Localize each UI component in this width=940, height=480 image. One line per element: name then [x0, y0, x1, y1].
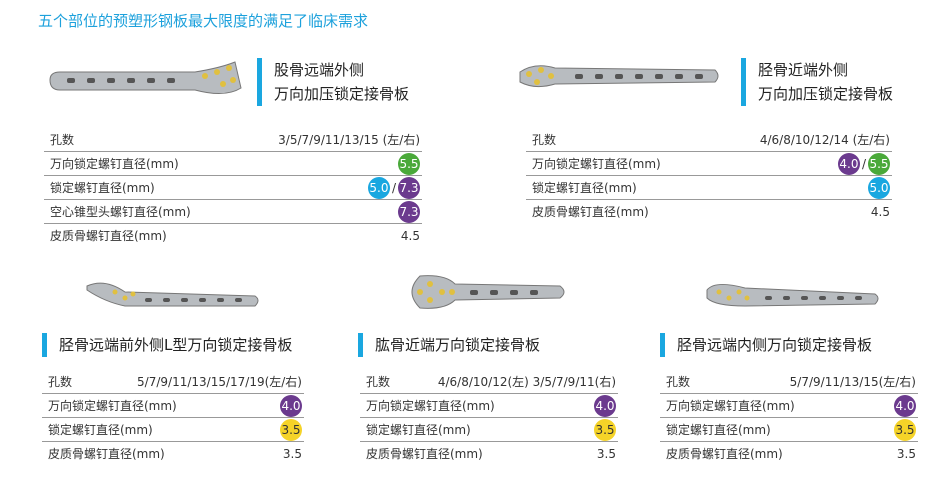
table-row: 孔数 4/6/8/10/12(左) 3/5/7/9/11(右)	[360, 370, 618, 394]
spec-table-tibia-distal-L: 孔数 5/7/9/11/13/15/17/19(左/右) 万向锁定螺钉直径(mm) 4…	[42, 370, 304, 465]
table-row: 锁定螺钉直径(mm) 3.5	[42, 418, 304, 442]
row-value: 5.0	[868, 176, 890, 199]
row-label: 皮质骨螺钉直径(mm)	[48, 447, 165, 461]
row-value: 4.0	[280, 394, 302, 417]
tibia-proximal-plate-image	[519, 65, 719, 88]
table-row: 锁定螺钉直径(mm) 3.5	[360, 418, 618, 442]
row-label: 锁定螺钉直径(mm)	[532, 181, 637, 195]
row-value: 5.5	[398, 152, 420, 175]
row-label: 孔数	[48, 375, 73, 389]
table-row: 锁定螺钉直径(mm) 3.5	[660, 418, 918, 442]
diameter-badge: 4.0	[837, 152, 860, 175]
spec-table-humerus: 孔数 4/6/8/10/12(左) 3/5/7/9/11(右) 万向锁定螺钉直径(m…	[360, 370, 618, 465]
row-label: 锁定螺钉直径(mm)	[366, 423, 471, 437]
row-label: 孔数	[366, 375, 391, 389]
table-row: 万向锁定螺钉直径(mm) 4.0	[42, 394, 304, 418]
row-value: 4.5	[870, 204, 890, 219]
table-row: 万向锁定螺钉直径(mm) 4.0	[360, 394, 618, 418]
table-row: 孔数 4/6/8/10/12/14 (左/右)	[526, 128, 892, 152]
panel-title-tibia-distal-L: 胫骨远端前外侧L型万向锁定接骨板	[42, 333, 292, 357]
diameter-badge: 4.0	[280, 394, 302, 417]
panel-title-femur: 股骨远端外侧万向加压锁定接骨板	[257, 58, 409, 106]
diameter-badge: 3.5	[894, 418, 916, 441]
diameter-badge: 4.0	[894, 394, 916, 417]
row-value: 3.5	[594, 418, 616, 441]
diameter-badge: 5.0	[868, 176, 890, 199]
humerus-plate-image	[411, 275, 565, 309]
row-label: 孔数	[50, 133, 75, 147]
diameter-badge: 5.5	[868, 152, 890, 175]
tibia-distal-L-plate-image	[86, 282, 259, 307]
row-value: 7.3	[398, 200, 420, 223]
row-label: 皮质骨螺钉直径(mm)	[532, 205, 649, 219]
table-row: 孔数 3/5/7/9/11/13/15 (左/右)	[44, 128, 422, 152]
row-value: 4.0	[894, 394, 916, 417]
table-row: 万向锁定螺钉直径(mm) 4.0	[660, 394, 918, 418]
row-value: 4/6/8/10/12(左) 3/5/7/9/11(右)	[437, 375, 616, 389]
diameter-badge: 3.5	[280, 418, 302, 441]
row-value: 3.5	[280, 418, 302, 441]
row-value: 4.5	[400, 228, 420, 243]
table-row: 皮质骨螺钉直径(mm) 4.5	[526, 200, 892, 223]
femur-plate-image	[49, 61, 242, 94]
table-row: 皮质骨螺钉直径(mm) 4.5	[44, 224, 422, 247]
row-value: 4/6/8/10/12/14 (左/右)	[759, 133, 890, 147]
row-label: 锁定螺钉直径(mm)	[666, 423, 771, 437]
row-value: 3.5	[896, 446, 916, 461]
row-value: 3.5	[596, 446, 616, 461]
row-label: 万向锁定螺钉直径(mm)	[532, 157, 661, 171]
tibia-distal-medial-plate-image	[706, 284, 879, 307]
row-label: 万向锁定螺钉直径(mm)	[666, 399, 795, 413]
row-label: 孔数	[666, 375, 691, 389]
panel-title-tibia-distal-medial: 胫骨远端内侧万向锁定接骨板	[660, 333, 872, 357]
table-row: 万向锁定螺钉直径(mm) 4.0/5.5	[526, 152, 892, 176]
row-value: 4.0/5.5	[837, 152, 890, 175]
row-value: 5/7/9/11/13/15/17/19(左/右)	[137, 375, 302, 389]
diameter-badge: 5.5	[398, 152, 420, 175]
row-label: 皮质骨螺钉直径(mm)	[50, 229, 167, 243]
row-value: 5/7/9/11/13/15(左/右)	[789, 375, 916, 389]
row-label: 万向锁定螺钉直径(mm)	[366, 399, 495, 413]
table-row: 万向锁定螺钉直径(mm) 5.5	[44, 152, 422, 176]
row-label: 皮质骨螺钉直径(mm)	[366, 447, 483, 461]
diameter-badge: 7.3	[398, 176, 420, 199]
spec-table-tibia-proximal: 孔数 4/6/8/10/12/14 (左/右) 万向锁定螺钉直径(mm) 4.0/5.…	[526, 128, 892, 223]
table-row: 皮质骨螺钉直径(mm) 3.5	[42, 442, 304, 465]
table-row: 皮质骨螺钉直径(mm) 3.5	[360, 442, 618, 465]
row-label: 孔数	[532, 133, 557, 147]
diameter-badge: 4.0	[594, 394, 616, 417]
row-value: 3.5	[894, 418, 916, 441]
table-row: 锁定螺钉直径(mm) 5.0/7.3	[44, 176, 422, 200]
row-label: 锁定螺钉直径(mm)	[48, 423, 153, 437]
row-label: 万向锁定螺钉直径(mm)	[50, 157, 179, 171]
row-label: 皮质骨螺钉直径(mm)	[666, 447, 783, 461]
panel-title-tibia-proximal: 胫骨近端外侧万向加压锁定接骨板	[741, 58, 893, 106]
headline: 五个部位的预塑形钢板最大限度的满足了临床需求	[38, 12, 369, 30]
separator: /	[391, 180, 396, 195]
table-row: 孔数 5/7/9/11/13/15(左/右)	[660, 370, 918, 394]
table-row: 锁定螺钉直径(mm) 5.0	[526, 176, 892, 200]
row-value: 3.5	[282, 446, 302, 461]
diameter-badge: 3.5	[594, 418, 616, 441]
table-row: 空心锥型头螺钉直径(mm) 7.3	[44, 200, 422, 224]
table-row: 皮质骨螺钉直径(mm) 3.5	[660, 442, 918, 465]
table-row: 孔数 5/7/9/11/13/15/17/19(左/右)	[42, 370, 304, 394]
diameter-badge: 5.0	[367, 176, 390, 199]
separator: /	[861, 156, 866, 171]
row-value: 4.0	[594, 394, 616, 417]
row-label: 锁定螺钉直径(mm)	[50, 181, 155, 195]
row-value: 5.0/7.3	[367, 176, 420, 199]
panel-title-humerus: 肱骨近端万向锁定接骨板	[358, 333, 540, 357]
row-label: 万向锁定螺钉直径(mm)	[48, 399, 177, 413]
diameter-badge: 7.3	[398, 200, 420, 223]
row-label: 空心锥型头螺钉直径(mm)	[50, 205, 191, 219]
row-value: 3/5/7/9/11/13/15 (左/右)	[278, 133, 420, 147]
